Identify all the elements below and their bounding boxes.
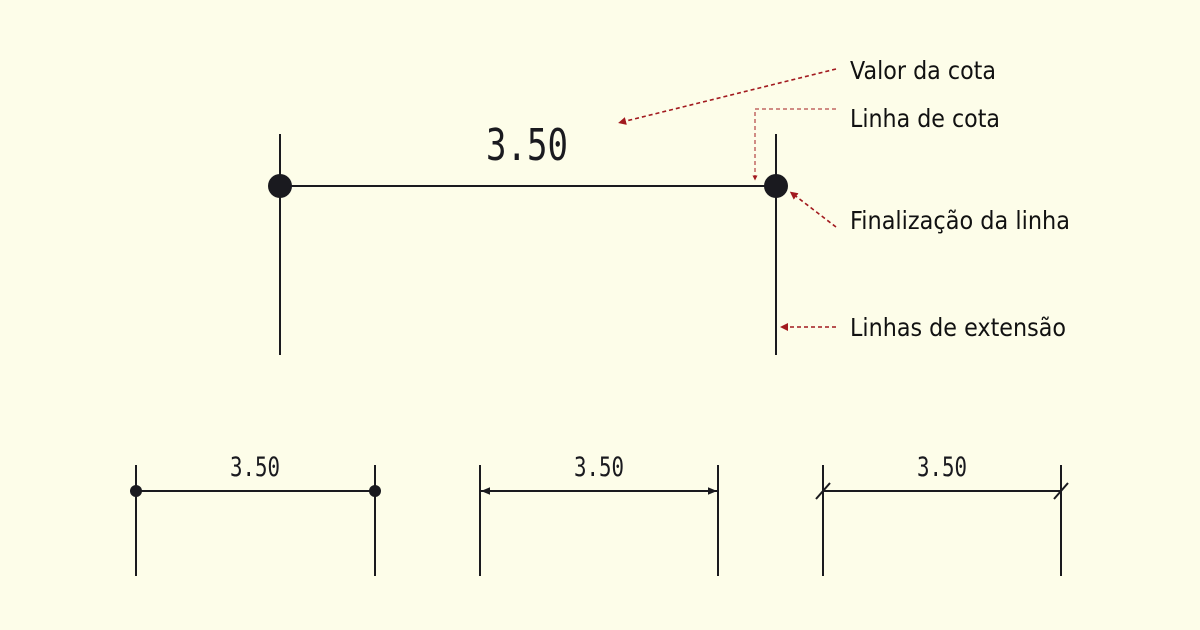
dimension-value: 3.50 <box>230 452 280 483</box>
terminator-dot-left <box>130 485 142 497</box>
label-valor-da-cota: Valor da cota <box>850 56 996 85</box>
leader-valor-da-cota <box>618 68 837 125</box>
terminator-dot-left <box>268 174 292 198</box>
label-linhas-de-extensao: Linhas de extensão <box>850 313 1066 342</box>
label-linha-de-cota: Linha de cota <box>850 104 1000 133</box>
terminator-tick-left <box>815 482 831 500</box>
main-dimension: 3.50 <box>268 120 788 355</box>
variant-tick: 3.50 <box>815 452 1069 576</box>
leaders <box>618 68 837 331</box>
dimension-value: 3.50 <box>917 452 967 483</box>
terminator-dot-right <box>369 485 381 497</box>
leader-finalizacao-da-linha <box>789 191 837 228</box>
leader-linha-de-cota <box>752 108 836 181</box>
terminator-dot-right <box>764 174 788 198</box>
terminator-tick-right <box>1053 482 1069 500</box>
dimension-value: 3.50 <box>574 452 624 483</box>
annotation-labels: Valor da cota Linha de cota Finalização … <box>850 56 1070 342</box>
dimension-value: 3.50 <box>486 120 568 171</box>
variant-dot: 3.50 <box>130 452 381 576</box>
variant-arrow: 3.50 <box>479 452 719 576</box>
label-finalizacao-da-linha: Finalização da linha <box>850 206 1070 235</box>
